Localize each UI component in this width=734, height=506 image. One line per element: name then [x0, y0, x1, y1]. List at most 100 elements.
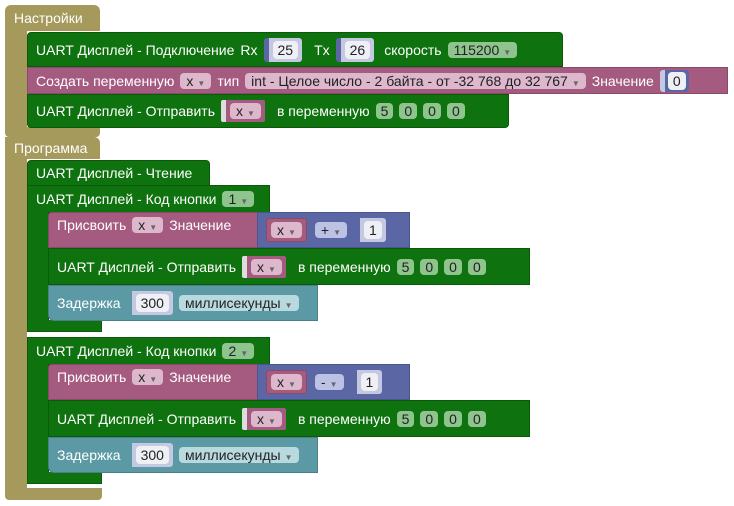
digit-input[interactable]: 0: [423, 103, 441, 119]
operand-input[interactable]: 1: [360, 373, 379, 391]
time-unit-value: миллисекунды: [184, 295, 281, 311]
variable-name: x: [138, 217, 146, 233]
digit-input[interactable]: 0: [467, 258, 486, 275]
variable-dropdown[interactable]: x▼: [180, 72, 212, 89]
setup-label: Настройки: [14, 10, 83, 26]
setup-block-header[interactable]: Настройки: [5, 5, 100, 31]
digit-input[interactable]: 0: [420, 410, 439, 427]
speed-label: скорость: [384, 41, 442, 58]
rx-input[interactable]: 25: [272, 40, 299, 59]
button-code-dropdown[interactable]: 1▼: [222, 191, 255, 207]
dropdown-arrow-icon: ▼: [284, 453, 293, 462]
uart-connect-block[interactable]: UART Дисплей - Подключение Rx 25 Tx 26 с…: [27, 32, 563, 67]
digit-input[interactable]: 0: [467, 410, 486, 427]
digit-input[interactable]: 5: [396, 410, 415, 427]
button-code-spine: [27, 364, 49, 482]
operator-value: -: [320, 374, 326, 390]
uart-send-label: UART Дисплей - Отправить: [57, 410, 237, 427]
variable-dropdown[interactable]: x▼: [230, 103, 261, 119]
variable-name: x: [277, 374, 284, 390]
program-block-spine: [5, 158, 27, 493]
variable-dropdown[interactable]: x▼: [271, 374, 302, 390]
setup-block-spine: [5, 30, 27, 130]
type-value: int - Целое число - 2 байта - от -32 768…: [251, 72, 568, 89]
uart-read-block[interactable]: UART Дисплей - Чтение: [27, 160, 210, 186]
time-unit-dropdown[interactable]: миллисекунды▼: [178, 447, 299, 463]
variable-name: x: [277, 222, 284, 238]
digit-input[interactable]: 5: [375, 103, 394, 119]
speed-dropdown[interactable]: 115200▼: [447, 41, 518, 58]
digit-input[interactable]: 5: [396, 258, 415, 275]
variable-dropdown[interactable]: x▼: [132, 369, 164, 385]
dropdown-arrow-icon: ▼: [288, 380, 296, 389]
rx-label: Rx: [240, 41, 258, 58]
dropdown-arrow-icon: ▼: [247, 109, 255, 118]
dropdown-arrow-icon: ▼: [571, 78, 580, 88]
assign-block[interactable]: Присвоить x▼ Значение: [48, 364, 258, 400]
operator-dropdown[interactable]: +▼: [314, 222, 348, 238]
button-code-foot: [27, 320, 102, 332]
dropdown-arrow-icon: ▼: [240, 349, 249, 358]
delay-block[interactable]: Задержка 300 миллисекунды▼: [48, 437, 318, 473]
variable-dropdown[interactable]: x▼: [251, 410, 282, 427]
digit-input[interactable]: 0: [444, 258, 462, 275]
type-dropdown[interactable]: int - Целое число - 2 байта - от -32 768…: [245, 72, 586, 89]
dropdown-arrow-icon: ▼: [329, 380, 338, 389]
math-operation-block[interactable]: x▼ +▼ 1: [257, 212, 410, 248]
delay-label: Задержка: [57, 447, 121, 463]
uart-send-label: UART Дисплей - Отправить: [36, 103, 216, 119]
dropdown-arrow-icon: ▼: [268, 264, 276, 274]
time-unit-dropdown[interactable]: миллисекунды▼: [178, 295, 299, 311]
button-code-dropdown[interactable]: 2▼: [222, 343, 255, 359]
dropdown-arrow-icon: ▼: [149, 375, 158, 384]
variable-name: x: [186, 72, 194, 89]
operand-input[interactable]: 1: [364, 221, 382, 239]
digit-input[interactable]: 0: [444, 410, 462, 427]
uart-send-block[interactable]: UART Дисплей - Отправить x▼ в переменную…: [27, 94, 509, 128]
dropdown-arrow-icon: ▼: [284, 301, 293, 310]
digit-input[interactable]: 0: [420, 258, 439, 275]
uart-send-block[interactable]: UART Дисплей - Отправить x▼ в переменную…: [48, 400, 530, 437]
variable-dropdown[interactable]: x▼: [251, 258, 282, 275]
delay-input[interactable]: 300: [135, 446, 169, 464]
dropdown-arrow-icon: ▼: [503, 47, 512, 57]
value-label: Значение: [591, 72, 654, 89]
speed-value: 115200: [453, 41, 500, 58]
uart-connect-label: UART Дисплей - Подключение: [36, 41, 235, 58]
initial-value-input[interactable]: 0: [667, 71, 686, 90]
uart-send-block[interactable]: UART Дисплей - Отправить x▼ в переменную…: [48, 248, 530, 285]
variable-dropdown[interactable]: x▼: [132, 217, 164, 233]
button-code-header[interactable]: UART Дисплей - Код кнопки 2▼: [27, 337, 270, 365]
delay-label: Задержка: [57, 295, 121, 311]
dropdown-arrow-icon: ▼: [333, 228, 342, 237]
create-variable-block[interactable]: Создать переменную x▼ тип int - Целое чи…: [27, 67, 728, 94]
to-variable-label: в переменную: [297, 410, 391, 427]
math-operation-block[interactable]: x▼ -▼ 1: [257, 364, 410, 400]
button-code-foot: [27, 472, 102, 484]
button-code-label: UART Дисплей - Код кнопки: [36, 191, 217, 207]
tx-label: Tx: [314, 41, 330, 58]
value-label: Значение: [169, 369, 232, 385]
digit-input[interactable]: 0: [446, 103, 465, 119]
operator-value: +: [320, 222, 330, 238]
delay-input[interactable]: 300: [135, 294, 169, 312]
variable-dropdown[interactable]: x▼: [271, 222, 302, 238]
variable-name: x: [138, 369, 146, 385]
program-label: Программа: [14, 140, 88, 156]
delay-block[interactable]: Задержка 300 миллисекунды▼: [48, 285, 318, 321]
uart-read-label: UART Дисплей - Чтение: [36, 165, 193, 181]
operator-dropdown[interactable]: -▼: [314, 374, 344, 390]
button-code-header[interactable]: UART Дисплей - Код кнопки 1▼: [27, 185, 270, 213]
dropdown-arrow-icon: ▼: [268, 416, 276, 426]
variable-name: x: [236, 103, 244, 119]
program-block-foot: [5, 488, 102, 500]
time-unit-value: миллисекунды: [184, 447, 281, 463]
uart-send-label: UART Дисплей - Отправить: [57, 258, 237, 275]
digit-input[interactable]: 0: [399, 103, 418, 119]
tx-input[interactable]: 26: [344, 40, 371, 59]
assign-label: Присвоить: [57, 369, 127, 385]
type-label: тип: [217, 72, 240, 89]
program-block-header[interactable]: Программа: [5, 137, 100, 159]
setup-block-foot: [5, 127, 100, 137]
assign-block[interactable]: Присвоить x▼ Значение: [48, 212, 258, 248]
